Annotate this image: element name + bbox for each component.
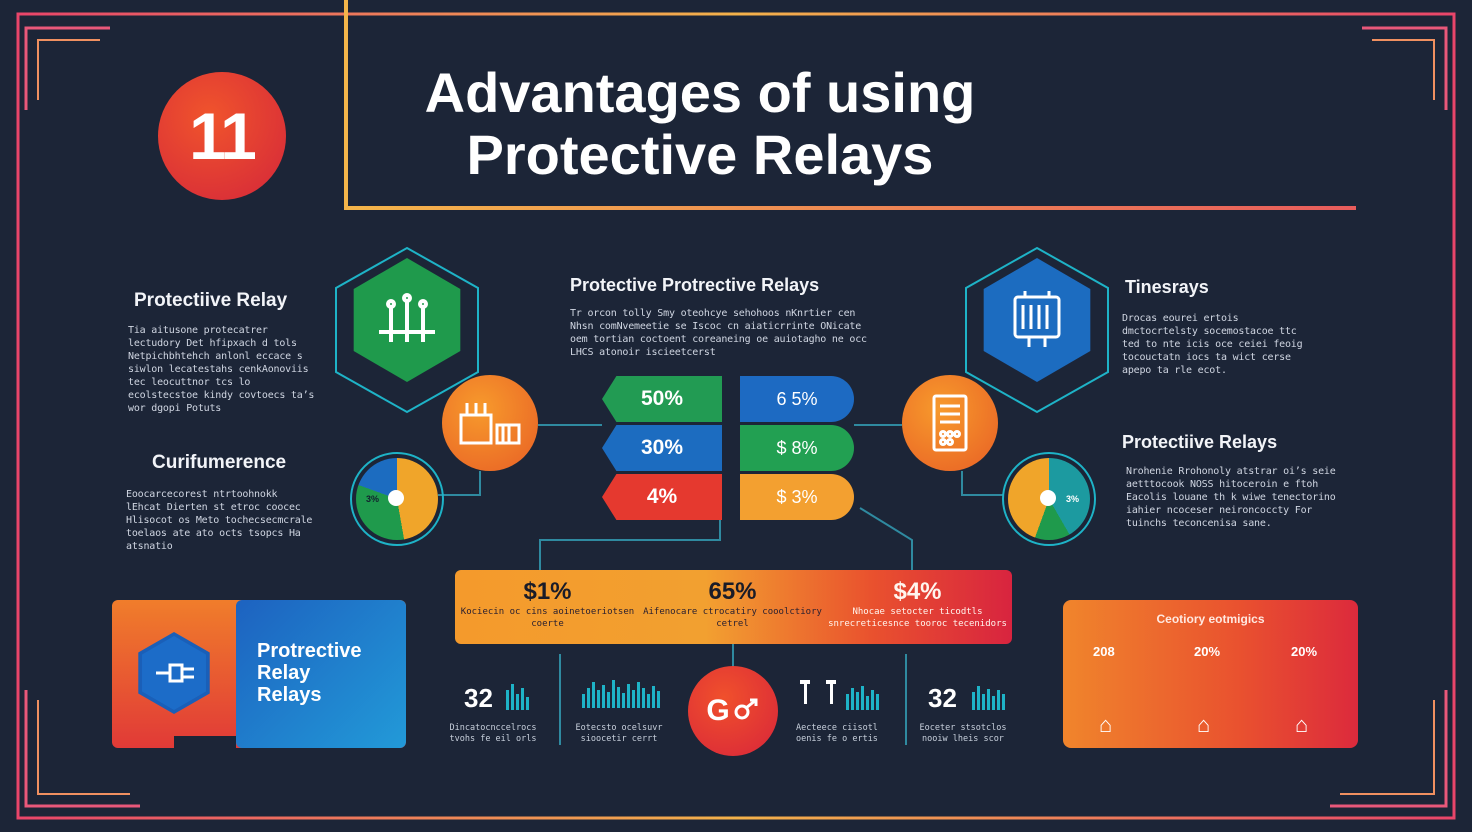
relay-panel-icon — [459, 403, 521, 445]
right-mid-heading: Protectiive Relays — [1122, 432, 1278, 452]
left-top-heading: Protectiive Relay — [134, 290, 288, 311]
control-panel-circle — [902, 375, 998, 471]
left-top-text: Tia aitusone protecatrer lectudory Det h… — [128, 325, 315, 414]
title-line-1: Advantages of using — [424, 61, 976, 124]
card-right-label: 20% — [1291, 644, 1318, 659]
bottom-label: Dincatocnccelrocs tvohs fe eil orls — [449, 723, 537, 744]
left-mid-text: Eoocarcecorest ntrtoohnokk lEhcat Dierte… — [126, 489, 313, 552]
house-icon: ⌂ — [1099, 712, 1113, 737]
stat-label: Nhocae setocter ticodtls snrecreticesnce… — [828, 607, 1007, 629]
bottom-label: Eoceter stsotclos nooiw lheis scor — [919, 723, 1007, 744]
relay-panel-circle — [442, 375, 538, 471]
card-hexagon — [138, 632, 210, 714]
right-mid-text: Nrohenie Rrohonoly atstrar oi’s seie aet… — [1126, 466, 1336, 529]
plug-icon — [800, 680, 836, 704]
right-feature-card: Ceotiory eotmigics 208 20% 20% ⌂ ⌂ ⌂ — [1063, 600, 1358, 748]
right-top-text: Drocas eourei ertois dmctocrtelsty socem… — [1122, 313, 1303, 376]
center-heading: Protective Protrective Relays — [570, 275, 820, 295]
transformer-icon — [1013, 291, 1061, 347]
insulator-icon — [379, 293, 435, 342]
ribbon-left-2: 30% — [602, 425, 722, 471]
title-line-2: Protective Relays — [466, 123, 934, 186]
ribbon-right-2: $ 8% — [740, 425, 854, 471]
bottom-center-text: G — [706, 694, 730, 727]
ribbon-right-1: 6 5% — [740, 376, 854, 422]
stat-value: $4% — [893, 578, 942, 605]
stat-band: $1% Kociecin oc cins aoinetoeriotsen coe… — [455, 570, 1012, 644]
stat-value: $1% — [523, 578, 572, 605]
ribbon-left-1: 50% — [602, 376, 722, 422]
stat-label: Kociecin oc cins aoinetoeriotsen coerte — [460, 607, 635, 629]
pie-chart-left: 3% — [356, 458, 438, 540]
bottom-label: Eotecsto ocelsuvr sioocetir cerrt — [575, 723, 663, 744]
stat-label: Aifenocare ctrocatiry cooolctiory cetrel — [643, 607, 822, 629]
card-title-line: Relay — [257, 662, 311, 684]
number-badge: 11 — [158, 72, 286, 200]
ribbon-right-3: $ 3% — [740, 474, 854, 520]
plug-icon — [156, 663, 194, 683]
card-title-line: Protrective — [257, 640, 362, 662]
center-text: Tr orcon tolly Smy oteohcye sehohoos nKn… — [570, 308, 867, 358]
stat-item: $1% Kociecin oc cins aoinetoeriotsen coe… — [455, 570, 640, 630]
card-right-label: 20% — [1194, 644, 1221, 659]
stat-item: $4% Nhocae setocter ticodtls snrecretice… — [825, 570, 1010, 630]
pie-left-label: 3% — [366, 494, 380, 504]
pie-chart-right: 3% — [1008, 458, 1090, 540]
control-panel-icon — [932, 394, 968, 452]
right-top-heading: Tinesrays — [1125, 277, 1209, 297]
left-feature-card: Protrective Relay Relays — [112, 600, 406, 748]
blue-hexagon — [975, 258, 1099, 382]
green-hexagon — [345, 258, 469, 382]
page-title: Advantages of using Protective Relays — [360, 62, 1040, 186]
house-icon: ⌂ — [1295, 712, 1309, 737]
card-right-title: Ceotiory eotmigics — [1156, 612, 1265, 626]
left-mid-heading: Curifumerence — [152, 452, 287, 473]
ribbon-left-3: 4% — [602, 474, 722, 520]
bottom-stat-left: 32 — [464, 683, 493, 713]
card-title-line: Relays — [257, 684, 322, 706]
house-icon: ⌂ — [1197, 712, 1211, 737]
bottom-stat-right: 32 — [928, 683, 957, 713]
bottom-center-circle: G — [688, 666, 778, 756]
pie-right-label: 3% — [1066, 494, 1080, 504]
card-right-label: 208 — [1093, 644, 1115, 659]
card-title: Protrective Relay Relays — [257, 640, 362, 706]
stat-item: 65% Aifenocare ctrocatiry cooolctiory ce… — [640, 570, 825, 630]
bottom-label: Aecteece ciisotl oenis fe o ertis — [796, 723, 878, 744]
plug-icon — [734, 698, 758, 720]
stat-value: 65% — [708, 578, 757, 605]
